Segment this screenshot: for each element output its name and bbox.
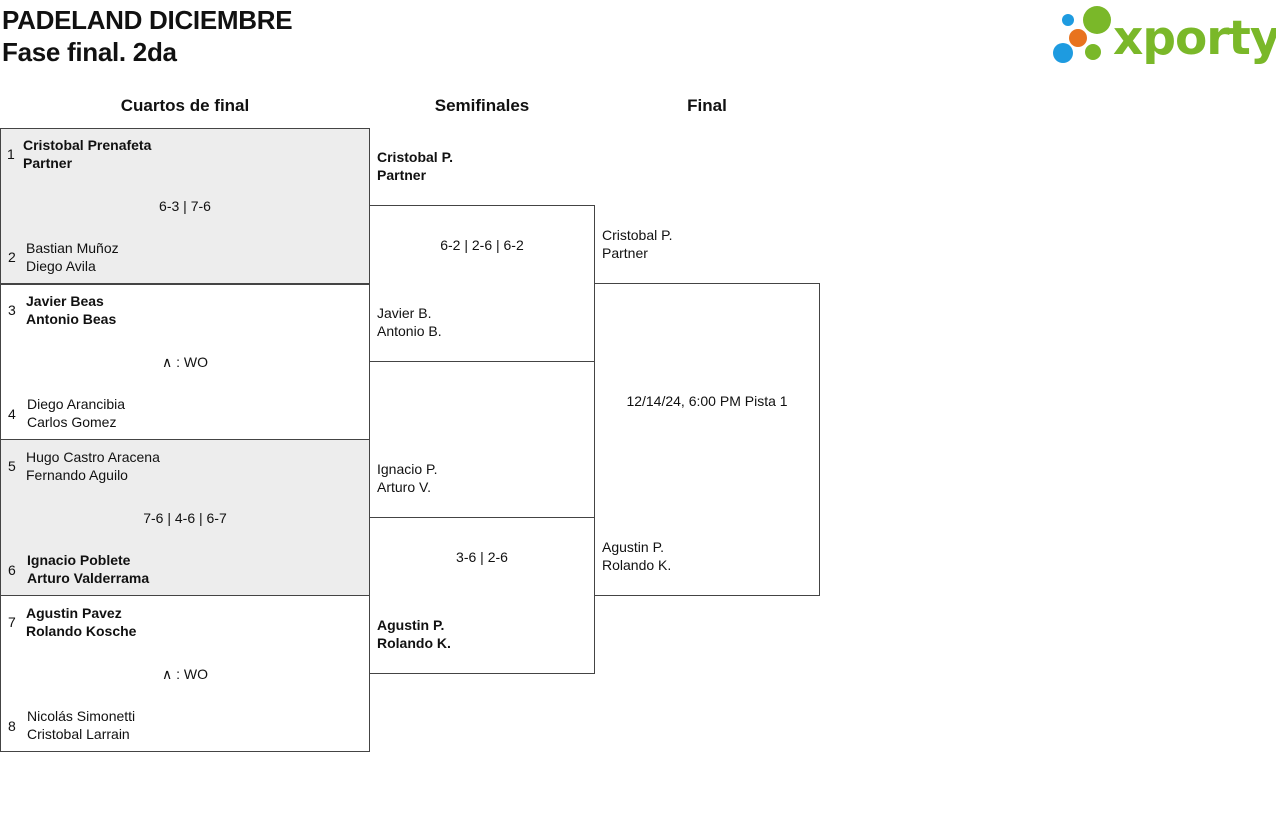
- xporty-logo[interactable]: xporty: [1050, 4, 1276, 66]
- player-name: Arturo Valderrama: [27, 570, 150, 586]
- seed-number: 5: [8, 458, 16, 474]
- final-match[interactable]: 12/14/24, 6:00 PM Pista 1 Agustin P. Rol…: [594, 283, 820, 596]
- player-name: Nicolás Simonetti: [27, 708, 136, 724]
- player-name: Antonio B.: [377, 323, 442, 339]
- player-name: Fernando Aguilo: [26, 467, 128, 483]
- player-name: Rolando Kosche: [26, 623, 137, 639]
- quarterfinal-match-3[interactable]: 5 Hugo Castro Aracena Fernando Aguilo 7-…: [0, 439, 370, 596]
- logo-dot-green: [1083, 6, 1111, 34]
- player-name: Hugo Castro Aracena: [26, 449, 160, 465]
- final-team-top[interactable]: Cristobal P. Partner: [602, 226, 673, 262]
- player-name: Partner: [23, 155, 73, 171]
- player-name: Ignacio P.: [377, 461, 438, 477]
- round-header-semifinals: Semifinales: [434, 96, 530, 115]
- semifinal-match-2[interactable]: 3-6 | 2-6 Agustin P. Rolando K.: [369, 517, 595, 674]
- player-name: Cristobal Larrain: [27, 726, 130, 742]
- tournament-title: PADELAND DICIEMBRE Fase final. 2da: [2, 4, 293, 68]
- match-score: 3-6 | 2-6: [456, 549, 508, 565]
- logo-text: xporty: [1113, 11, 1276, 66]
- round-header-final: Final: [687, 96, 727, 115]
- quarterfinal-match-1[interactable]: 1 Cristobal Prenafeta Partner 6-3 | 7-6 …: [0, 128, 370, 285]
- match-score: ∧ : WO: [161, 354, 209, 370]
- logo-dot-orange: [1069, 29, 1087, 47]
- final-schedule: 12/14/24, 6:00 PM Pista 1: [626, 393, 788, 409]
- team-bottom[interactable]: Ignacio Poblete Arturo Valderrama: [27, 551, 149, 587]
- player-name: Cristobal P.: [602, 227, 673, 243]
- seed-number: 4: [8, 406, 16, 422]
- player-name: Ignacio Poblete: [27, 552, 131, 568]
- match-score: 6-3 | 7-6: [159, 198, 211, 214]
- seed-number: 1: [7, 146, 15, 162]
- player-name: Cristobal P.: [377, 149, 453, 165]
- player-name: Diego Arancibia: [27, 396, 126, 412]
- player-name: Partner: [377, 167, 427, 183]
- team-top[interactable]: Agustin Pavez Rolando Kosche: [26, 604, 136, 640]
- player-name: Bastian Muñoz: [26, 240, 119, 256]
- player-name: Agustin P.: [377, 617, 445, 633]
- final-team-bottom[interactable]: Agustin P. Rolando K.: [602, 538, 671, 574]
- team-bottom[interactable]: Diego Arancibia Carlos Gomez: [27, 395, 125, 431]
- team-bottom[interactable]: Nicolás Simonetti Cristobal Larrain: [27, 707, 135, 743]
- tournament-name: PADELAND DICIEMBRE: [2, 5, 293, 35]
- match-score: ∧ : WO: [161, 666, 209, 682]
- logo-dot-blue: [1053, 43, 1073, 63]
- team-top[interactable]: Cristobal Prenafeta Partner: [23, 136, 151, 172]
- team-top[interactable]: Javier Beas Antonio Beas: [26, 292, 116, 328]
- player-name: Javier Beas: [26, 293, 104, 309]
- team-top[interactable]: Hugo Castro Aracena Fernando Aguilo: [26, 448, 160, 484]
- semifinal-1-team-bottom[interactable]: Javier B. Antonio B.: [377, 304, 442, 340]
- player-name: Rolando K.: [602, 557, 672, 573]
- player-name: Partner: [602, 245, 648, 261]
- player-name: Diego Avila: [26, 258, 96, 274]
- logo-dot-blue-small: [1062, 14, 1074, 26]
- player-name: Rolando K.: [377, 635, 451, 651]
- quarterfinal-match-4[interactable]: 7 Agustin Pavez Rolando Kosche ∧ : WO 8 …: [0, 595, 370, 752]
- tournament-phase: Fase final. 2da: [2, 37, 177, 67]
- match-score: 6-2 | 2-6 | 6-2: [440, 237, 524, 253]
- semifinal-2-team-bottom[interactable]: Agustin P. Rolando K.: [377, 616, 451, 652]
- semifinal-2-team-top[interactable]: Ignacio P. Arturo V.: [377, 460, 437, 496]
- quarterfinal-match-2[interactable]: 3 Javier Beas Antonio Beas ∧ : WO 4 Dieg…: [0, 283, 370, 440]
- seed-number: 3: [8, 302, 16, 318]
- seed-number: 7: [8, 614, 16, 630]
- player-name: Antonio Beas: [26, 311, 117, 327]
- player-name: Agustin P.: [602, 539, 665, 555]
- player-name: Carlos Gomez: [27, 414, 117, 430]
- player-name: Javier B.: [377, 305, 432, 321]
- seed-number: 2: [8, 249, 16, 265]
- team-bottom[interactable]: Bastian Muñoz Diego Avila: [26, 239, 119, 275]
- semifinal-match-1[interactable]: 6-2 | 2-6 | 6-2 Javier B. Antonio B.: [369, 205, 595, 362]
- player-name: Agustin Pavez: [26, 605, 122, 621]
- seed-number: 8: [8, 718, 16, 734]
- player-name: Cristobal Prenafeta: [23, 137, 152, 153]
- round-header-quarterfinals: Cuartos de final: [120, 96, 250, 115]
- player-name: Arturo V.: [377, 479, 431, 495]
- logo-dot-green-small: [1085, 44, 1101, 60]
- match-score: 7-6 | 4-6 | 6-7: [143, 510, 227, 526]
- seed-number: 6: [8, 562, 16, 578]
- semifinal-1-team-top[interactable]: Cristobal P. Partner: [377, 148, 453, 184]
